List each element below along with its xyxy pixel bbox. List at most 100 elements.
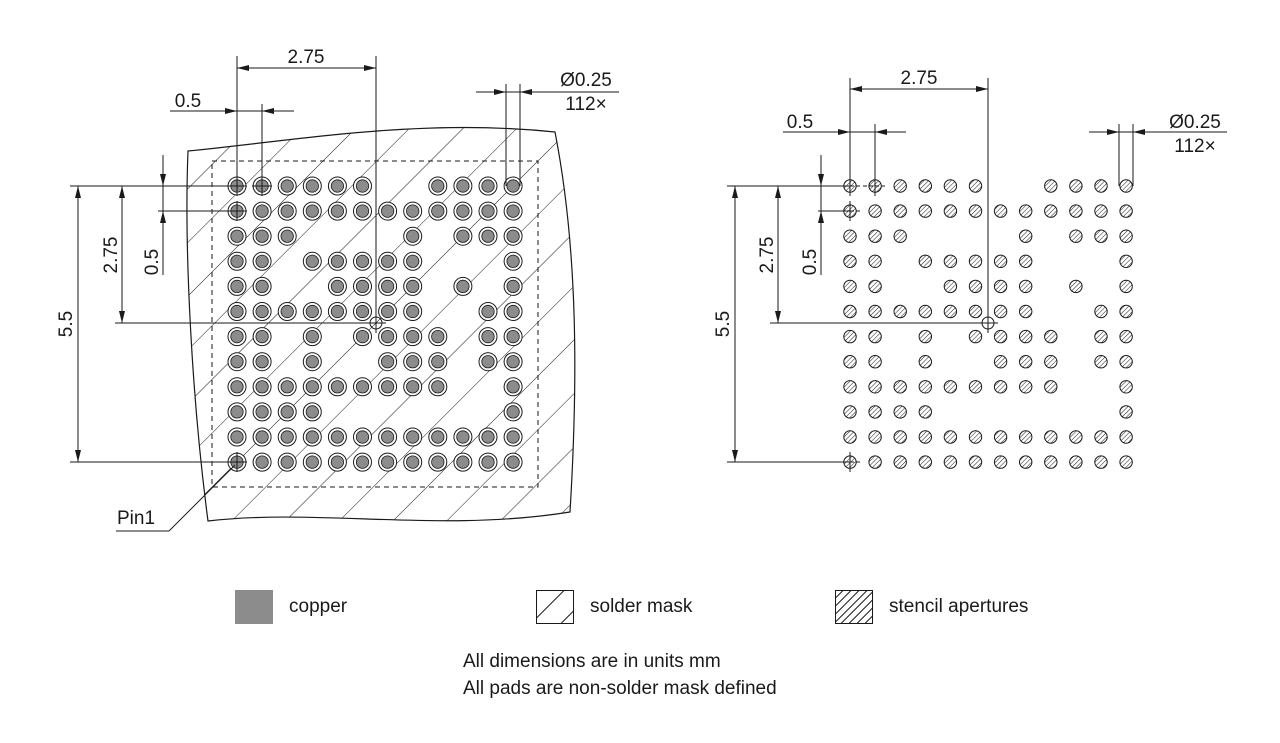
copper-pad [378,377,398,397]
copper-pad [453,176,473,196]
stencil-aperture [1018,380,1033,394]
copper-pad [252,302,272,321]
stencil-aperture [1044,455,1058,469]
stencil-aperture [868,304,882,319]
stencil-aperture [1018,455,1033,469]
copper-pad [478,201,498,221]
stencil-aperture [1094,304,1108,319]
copper-pad [353,302,372,321]
left-pad-count-label: 112× [565,94,606,115]
stencil-aperture [968,304,983,319]
stencil-aperture [893,179,907,193]
copper-pad [227,377,247,397]
copper-pad [503,226,523,246]
stencil-aperture [843,229,857,243]
copper-pad [227,327,247,347]
left-view: 2.75 0.5 Ø0.25 112× 5.5 2.75 0.5 Pin1 [56,47,619,532]
stencil-aperture [868,279,882,294]
copper-pad [478,427,498,447]
copper-pad [252,452,272,472]
stencil-aperture [1119,380,1133,394]
copper-pad [378,201,398,221]
stencil-aperture [993,204,1008,218]
right-pad-count-label: 112× [1174,136,1215,157]
copper-pad [227,276,247,296]
stencil-aperture [1018,279,1033,294]
left-span-v-label: 2.75 [101,237,122,274]
stencil-aperture [843,380,857,394]
stencil-aperture [918,380,932,394]
legend-stencil: stencil apertures [835,590,1028,624]
right-span-v-label: 2.75 [757,237,778,274]
copper-pad [403,276,423,296]
stencil-aperture [843,279,857,294]
stencil-aperture [893,430,907,444]
left-total-v-label: 5.5 [56,311,77,337]
stencil-aperture [918,329,932,344]
copper-pad [453,276,473,296]
stencil-aperture [893,380,907,394]
copper-pad [227,226,247,246]
stencil-aperture [993,355,1008,369]
solder-mask-swatch [536,590,574,624]
stencil-aperture [918,355,932,369]
stencil-aperture [893,455,907,469]
legend-copper-label: copper [289,596,348,617]
copper-pad [353,201,372,221]
stencil-aperture [868,204,882,218]
copper-pad [503,276,523,296]
copper-pad [327,201,347,221]
stencil-aperture [1119,229,1133,243]
copper-pad [302,251,322,271]
copper-pad [378,427,398,447]
stencil-aperture [868,329,882,344]
stencil-aperture [868,380,882,394]
legend-stencil-label: stencil apertures [889,596,1029,617]
stencil-aperture [993,380,1008,394]
right-span-h-label: 2.75 [901,68,938,89]
copper-pad [252,327,272,347]
copper-pad [478,352,498,372]
stencil-aperture [868,254,882,268]
copper-pad [277,452,297,472]
copper-pad [353,251,372,271]
copper-pad [327,276,347,296]
copper-pad [252,427,272,447]
copper-pad [327,427,347,447]
stencil-aperture [1119,329,1133,344]
copper-pad [503,201,523,221]
copper-pad [403,427,423,447]
stencil-aperture [918,430,932,444]
copper-pad [428,427,448,447]
copper-pad [353,176,372,196]
stencil-aperture [868,430,882,444]
stencil-aperture [1069,179,1083,193]
stencil-aperture [1044,179,1058,193]
copper-pad [353,452,372,472]
copper-pad [252,226,272,246]
copper-pad [353,427,372,447]
copper-pad [302,352,322,372]
left-pitch-v-label: 0.5 [142,249,163,275]
right-pitch-h-label: 0.5 [787,112,813,133]
copper-pad [302,201,322,221]
copper-pad [503,251,523,271]
stencil-aperture [893,304,907,319]
copper-pad [403,226,423,246]
left-pad-dia-label: Ø0.25 [560,70,612,91]
left-pitch-h-label: 0.5 [175,91,201,112]
copper-pad [227,402,247,422]
stencil-aperture [843,304,857,319]
right-pitch-v-label: 0.5 [800,249,821,275]
stencil-aperture [1018,304,1033,319]
stencil-aperture [843,430,857,444]
stencil-aperture [1119,355,1133,369]
copper-pad [403,251,423,271]
stencil-aperture [1119,430,1133,444]
copper-pad [252,352,272,372]
stencil-aperture [1018,329,1033,344]
stencil-aperture [893,204,907,218]
copper-pad [277,402,297,422]
stencil-aperture [1069,430,1083,444]
